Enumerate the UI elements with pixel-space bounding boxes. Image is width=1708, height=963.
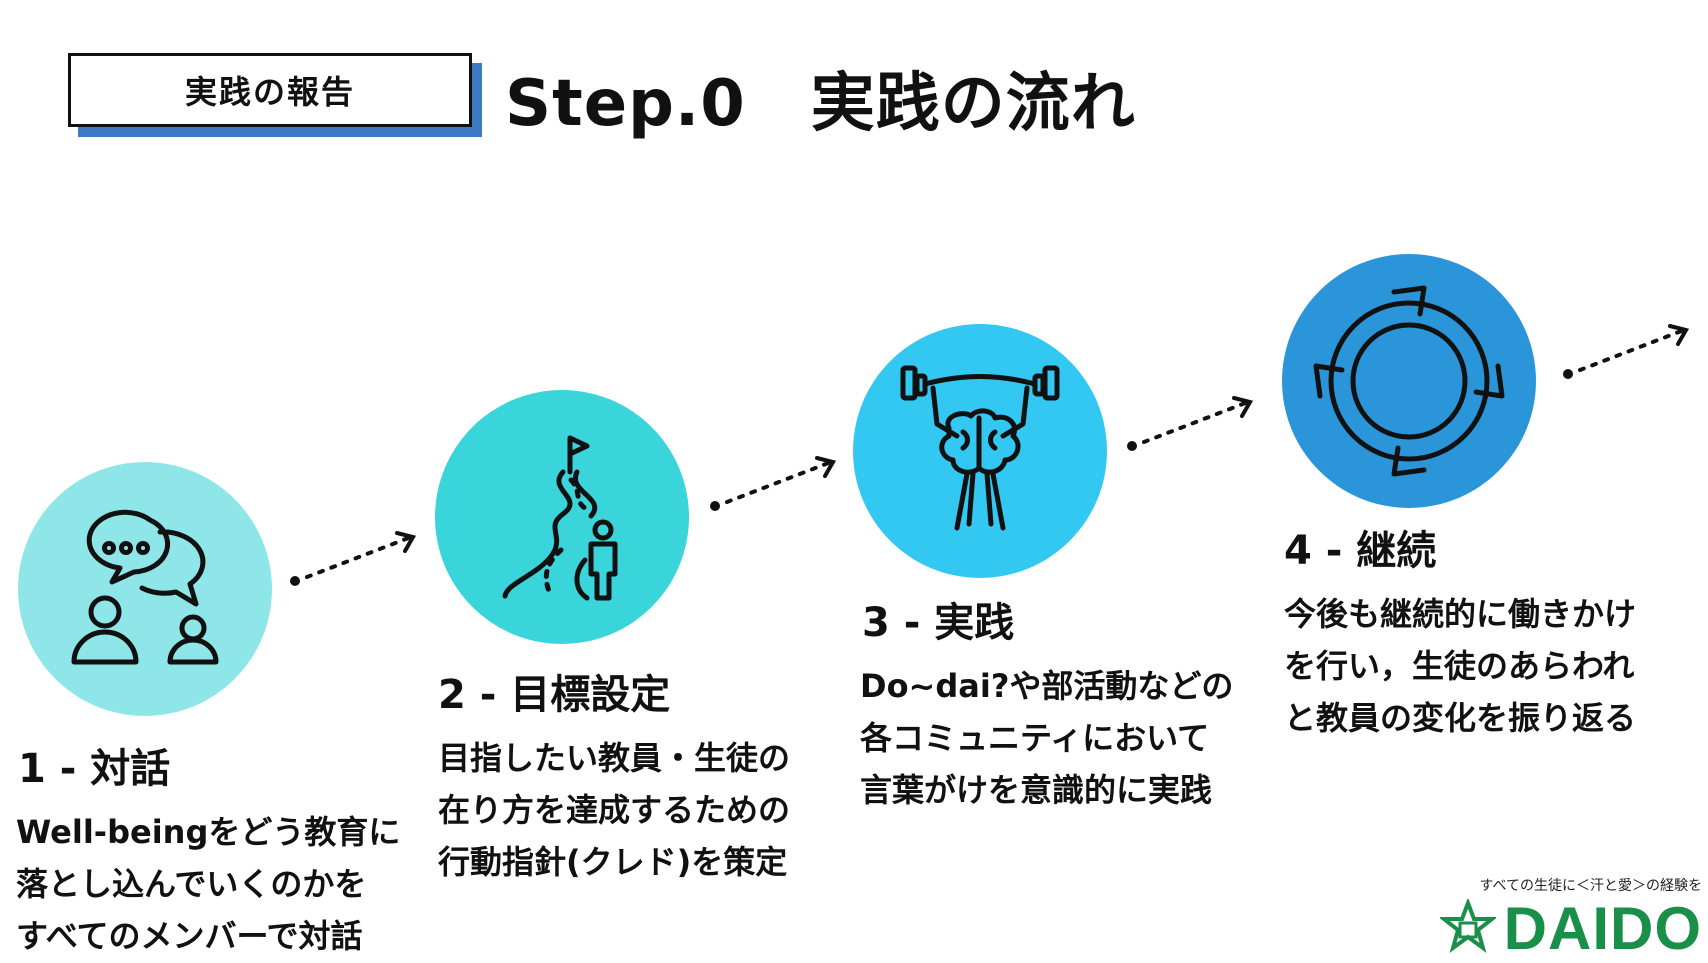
dialogue-icon xyxy=(71,509,219,665)
step-4-line-2: を行い，生徒のあらわれ xyxy=(1284,647,1635,685)
cycle-arrows-icon xyxy=(1313,285,1505,477)
brand-motto: すべての生徒に＜汗と愛＞の経験を xyxy=(1479,878,1702,894)
page-title: Step.0 実践の流れ xyxy=(505,67,1136,141)
step-3-body: Do~dai?や部活動などの 各コミュニティにおいて 言葉がけを意識的に実践 xyxy=(860,660,1233,816)
step-2-line-2: 在り方を達成するための xyxy=(438,791,791,829)
step-4-circle xyxy=(1282,254,1536,508)
step-1-line-1: Well-beingをどう教育に xyxy=(16,813,401,851)
brain-lifting-icon xyxy=(900,365,1060,531)
brand-block: すべての生徒に＜汗と愛＞の経験を DAIDO xyxy=(1440,875,1702,962)
school-emblem-icon xyxy=(1440,899,1496,954)
arrow-2-3 xyxy=(710,456,837,511)
step-4-body: 今後も継続的に働きかけ を行い，生徒のあらわれ と教員の変化を振り返る xyxy=(1284,588,1636,744)
step-4-title: 4 - 継続 xyxy=(1284,528,1437,574)
step-1-title: 1 - 対話 xyxy=(18,746,171,792)
road-flag-icon xyxy=(502,435,618,601)
step-3-circle xyxy=(853,324,1107,578)
arrow-1-2 xyxy=(290,531,417,586)
brand-logo: DAIDO xyxy=(1503,895,1702,962)
step-2-title: 2 - 目標設定 xyxy=(438,672,671,718)
step-3-title: 3 - 実践 xyxy=(862,600,1015,646)
step-3-line-3: 言葉がけを意識的に実践 xyxy=(860,771,1213,809)
step-1-line-2: 落とし込んでいくのかを xyxy=(16,865,367,903)
step-4-line-1: 今後も継続的に働きかけ xyxy=(1284,595,1637,633)
step-2-line-1: 目指したい教員・生徒の xyxy=(438,739,791,777)
step-2-body: 目指したい教員・生徒の 在り方を達成するための 行動指針(クレド)を策定 xyxy=(438,732,790,888)
step-1-body: Well-beingをどう教育に 落とし込んでいくのかを すべてのメンバーで対話 xyxy=(16,806,400,962)
step-2-circle xyxy=(435,390,689,644)
step-3-line-2: 各コミュニティにおいて xyxy=(860,719,1210,757)
step-1-circle xyxy=(18,462,272,716)
step-4-line-3: と教員の変化を振り返る xyxy=(1284,699,1637,737)
tag-label: 実践の報告 xyxy=(68,53,472,127)
arrow-3-4 xyxy=(1127,396,1254,451)
arrow-4-next xyxy=(1563,324,1690,379)
step-2-line-3: 行動指針(クレド)を策定 xyxy=(438,843,788,881)
step-1-line-3: すべてのメンバーで対話 xyxy=(16,917,363,955)
step-3-line-1: Do~dai?や部活動などの xyxy=(860,667,1234,705)
section-tag: 実践の報告 xyxy=(68,53,482,137)
